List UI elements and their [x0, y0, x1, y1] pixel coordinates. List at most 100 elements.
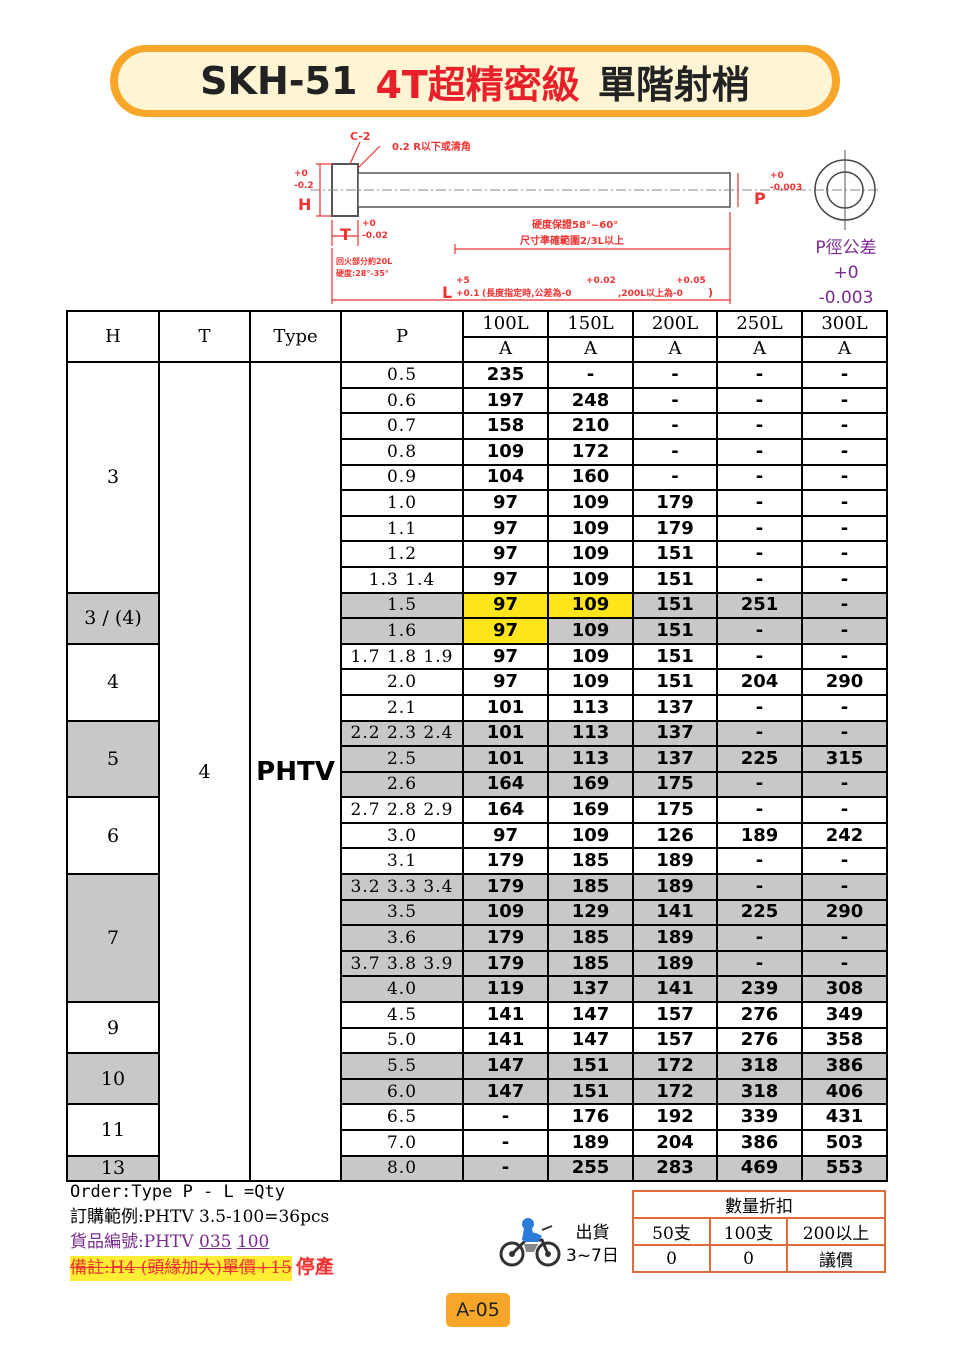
price-cell: 315	[801, 745, 888, 773]
price-cell: 239	[716, 975, 803, 1004]
price-cell: 141	[462, 1026, 549, 1055]
price-cell: 137	[632, 745, 718, 773]
price-cell: -	[801, 770, 888, 799]
l-note-end-plus: +0.05	[676, 276, 706, 286]
price-cell: -	[716, 437, 803, 466]
p-value: 1.1	[340, 514, 464, 543]
price-cell: 97	[462, 617, 549, 645]
price-cell: 101	[462, 693, 549, 722]
price-cell: 308	[801, 975, 888, 1004]
price-cell: 97	[462, 565, 549, 594]
l-tol-plus: +5	[456, 276, 470, 286]
price-cell: 141	[632, 898, 718, 927]
price-cell: 141	[462, 1001, 549, 1029]
price-cell: 179	[632, 489, 718, 517]
h-value: 3	[66, 361, 160, 594]
price-cell: 204	[632, 1129, 718, 1157]
price-cell: -	[801, 489, 888, 517]
p-label: P	[754, 189, 766, 208]
header-length: 200L	[632, 310, 718, 338]
p-value: 1.7 1.8 1.9	[340, 642, 464, 671]
price-cell: -	[716, 642, 803, 671]
price-cell: -	[801, 873, 888, 901]
header-sub: A	[462, 335, 549, 364]
discontinued-label: 停產	[295, 1256, 334, 1278]
motorcycle-icon	[499, 1218, 561, 1267]
price-cell: 151	[547, 1077, 634, 1106]
price-cell: 151	[632, 591, 718, 620]
p-value: 0.6	[340, 386, 464, 415]
price-cell: 113	[547, 719, 634, 748]
h-tol-minus: -0.2	[294, 181, 314, 191]
price-cell: 97	[462, 540, 549, 568]
p-tol-minus: -0.003	[770, 183, 802, 193]
product-code-label: 貨品編號:PHTV	[70, 1232, 200, 1252]
price-cell: -	[716, 463, 803, 492]
price-cell: -	[716, 565, 803, 594]
header-length: 100L	[462, 310, 549, 338]
type-value: PHTV	[249, 361, 342, 1183]
price-cell: 169	[547, 796, 634, 824]
price-cell: 158	[462, 412, 549, 440]
price-cell: 101	[462, 745, 549, 773]
price-cell: -	[716, 540, 803, 568]
p-value: 2.6	[340, 770, 464, 799]
h-value: 10	[66, 1052, 160, 1106]
price-cell: 431	[801, 1103, 888, 1131]
price-cell: -	[716, 847, 803, 876]
price-cell: 97	[462, 489, 549, 517]
p-value: 2.7 2.8 2.9	[340, 796, 464, 824]
t-label: T	[340, 225, 351, 244]
price-cell: -	[801, 719, 888, 748]
price-cell: 235	[462, 361, 549, 389]
price-cell: -	[801, 386, 888, 415]
p-value: 3.7 3.8 3.9	[340, 949, 464, 978]
p-value: 0.5	[340, 361, 464, 389]
p-tolerance-title: P徑公差	[815, 238, 877, 258]
p-value: 5.0	[340, 1026, 464, 1055]
price-cell: 225	[716, 745, 803, 773]
price-cell: 189	[547, 1129, 634, 1157]
price-cell: 179	[462, 847, 549, 876]
price-cell: 126	[632, 821, 718, 850]
head-note-1: 回火部分約20L	[336, 256, 392, 266]
price-cell: 283	[632, 1154, 718, 1183]
price-cell: 147	[462, 1052, 549, 1080]
p-value: 2.2 2.3 2.4	[340, 719, 464, 748]
price-cell: 151	[632, 668, 718, 696]
price-cell: 113	[547, 745, 634, 773]
header-length: 150L	[547, 310, 634, 338]
title-material: SKH-51	[200, 59, 358, 103]
title-product: 單階射梢	[597, 62, 750, 107]
price-cell: 113	[547, 693, 634, 722]
h-value: 5	[66, 719, 160, 799]
price-cell: 109	[547, 514, 634, 543]
price-cell: 179	[462, 873, 549, 901]
price-cell: -	[716, 949, 803, 978]
price-cell: 151	[632, 642, 718, 671]
price-cell: -	[716, 924, 803, 952]
price-cell: 109	[547, 540, 634, 568]
discount-val: 0	[632, 1244, 711, 1273]
price-cell: 97	[462, 514, 549, 543]
price-cell: -	[632, 437, 718, 466]
price-cell: -	[801, 924, 888, 952]
price-cell: 164	[462, 770, 549, 799]
p-value: 2.0	[340, 668, 464, 696]
price-cell: 185	[547, 873, 634, 901]
discount-col: 100支	[709, 1217, 788, 1246]
price-cell: -	[716, 770, 803, 799]
price-cell: 189	[632, 924, 718, 952]
price-cell: 185	[547, 949, 634, 978]
price-cell: 225	[716, 898, 803, 927]
shipping-days: 3~7日	[566, 1246, 619, 1266]
price-cell: 147	[547, 1001, 634, 1029]
price-cell: 172	[632, 1077, 718, 1106]
